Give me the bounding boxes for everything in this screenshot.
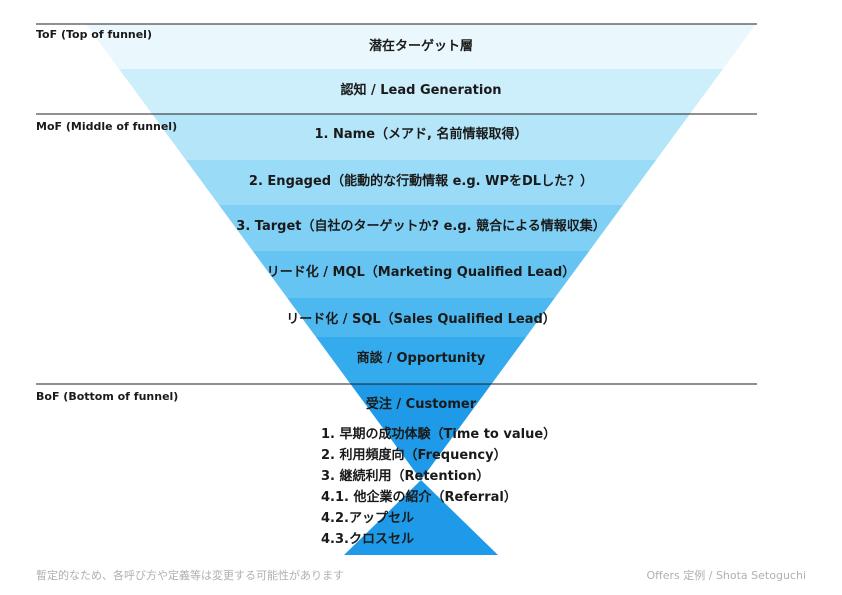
funnel-bands (86, 24, 756, 555)
section-dividers (36, 23, 757, 385)
funnel-band-name (152, 114, 690, 160)
customer-item-cross-sell: 4.3.クロスセル (321, 532, 414, 547)
stage-label-name: 1. Name（メアド, 名前情報取得） (314, 127, 528, 142)
funnel-band-engaged (185, 160, 657, 205)
funnel-band-target (218, 205, 624, 251)
customer-item-frequency: 2. 利用頻度向（Frequency） (321, 448, 507, 463)
funnel-band-mql (252, 251, 590, 298)
section-label-mof: MoF (Middle of funnel) (36, 120, 178, 133)
section-label-tof: ToF (Top of funnel) (36, 28, 152, 41)
stage-label-sql: リード化 / SQL（Sales Qualified Lead） (286, 312, 556, 327)
funnel-band-opportunity (315, 337, 527, 384)
customer-item-retention: 3. 継続利用（Retention） (321, 469, 490, 484)
funnel-band-customer-apex (350, 384, 492, 480)
stage-label-mql: リード化 / MQL（Marketing Qualified Lead） (266, 265, 576, 280)
customer-item-referral: 4.1. 他企業の紹介（Referral） (321, 490, 517, 505)
stage-label-lead-generation: 認知 / Lead Generation (340, 83, 502, 98)
footer-note: 暫定的なため、各呼び方や定義等は変更する可能性があります (36, 569, 344, 582)
stage-label-latent-target: 潜在ターゲット層 (368, 39, 473, 54)
stage-label-customer: 受注 / Customer (365, 397, 477, 412)
funnel-band-lead-generation (119, 69, 723, 114)
funnel-band-latent-target (86, 24, 756, 69)
stage-label-target: 3. Target（自社のターゲットか? e.g. 競合による情報収集） (236, 219, 606, 234)
stage-label-engaged: 2. Engaged（能動的な行動情報 e.g. WPをDLした？） (248, 174, 594, 189)
footer-credit: Offers 定例 / Shota Setoguchi (646, 569, 806, 582)
customer-growth-triangle (344, 480, 498, 555)
customer-item-upsell: 4.2.アップセル (321, 511, 414, 526)
section-label-bof: BoF (Bottom of funnel) (36, 390, 179, 403)
funnel-band-sql (287, 298, 555, 337)
customer-item-time-to-value: 1. 早期の成功体験（Time to value） (321, 427, 557, 442)
stage-label-opportunity: 商談 / Opportunity (356, 351, 486, 366)
